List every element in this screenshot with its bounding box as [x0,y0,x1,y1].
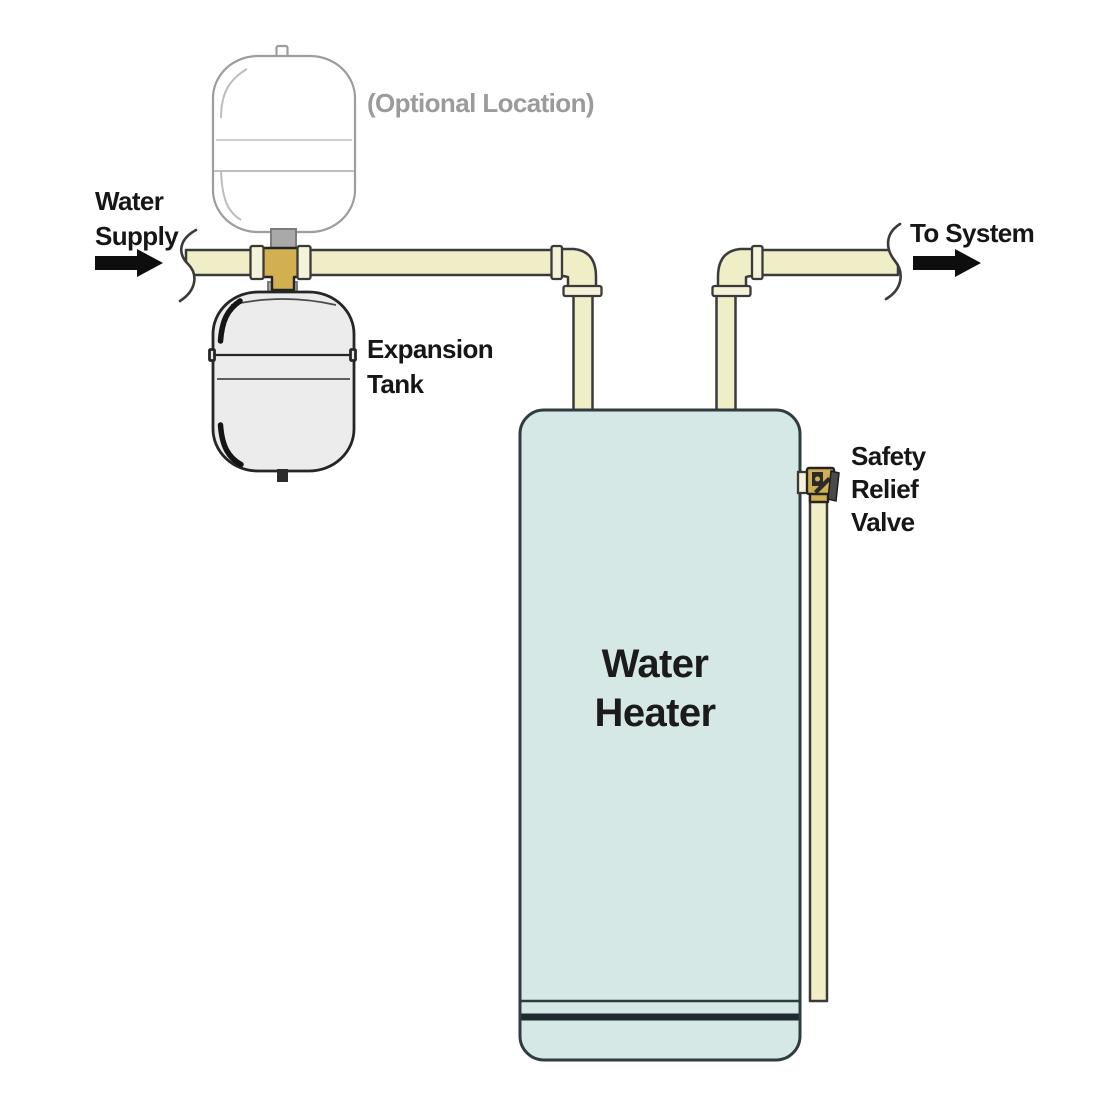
break-squiggle [884,222,902,301]
expansion-tank-body [211,290,356,473]
system-pipe-break [884,222,920,301]
expansion-tank-bottom-stem [277,469,288,482]
valve-arm [814,477,831,494]
valve-screw [815,476,820,482]
expansion-tank-seam-tab-right [349,348,357,362]
elbow-collar-horizontal [750,244,764,281]
outlet-pipe [756,248,900,277]
ghost-tank-body [211,54,357,234]
optional-location-label: (Optional Location) [367,88,595,118]
expansion-tank [208,290,357,482]
relief-drain-pipe [808,494,829,1003]
break-mask [164,230,196,301]
valve-lever [827,470,840,502]
expansion-tank-shade-lower [217,422,244,468]
to-system-arrow-icon [913,249,981,277]
break-mask [886,224,920,299]
supply-pipe [184,248,559,277]
expansion-tank-label: Expansion Tank [367,334,494,399]
ghost-tank-highlight-upper [220,68,248,119]
elbow-collar-vertical [711,284,752,298]
expansion-tank-seam-tab-left [208,348,216,362]
water-heater [518,408,802,1062]
elbow-body [559,247,598,290]
supply-pipe-break [164,228,198,303]
water-heater-label: Water Heater [594,642,717,735]
inlet-vertical-pipe [572,293,594,414]
to-system-label: To System [910,218,1035,248]
outlet-vertical-pipe [715,293,737,414]
inlet-elbow [550,244,603,414]
outlet-elbow [711,244,764,414]
safety-relief-valve-label: Safety Relief Valve [851,441,926,537]
water-supply-label: Water Supply [95,186,179,251]
tee-collar-left [249,244,265,281]
tee-collar-right [296,244,312,281]
elbow-collar-horizontal [550,244,564,281]
break-squiggle [178,228,198,303]
ghost-tank-highlight-lower [220,169,242,221]
tee-fitting [249,244,312,292]
expansion-tank-shade-upper [217,298,243,344]
elbow-collar-vertical [562,284,603,298]
safety-relief-valve [796,466,840,1003]
water-supply-arrow-icon [95,249,163,277]
elbow-body [716,247,755,290]
optional-expansion-tank [211,44,357,253]
water-heater-body [518,408,802,1062]
